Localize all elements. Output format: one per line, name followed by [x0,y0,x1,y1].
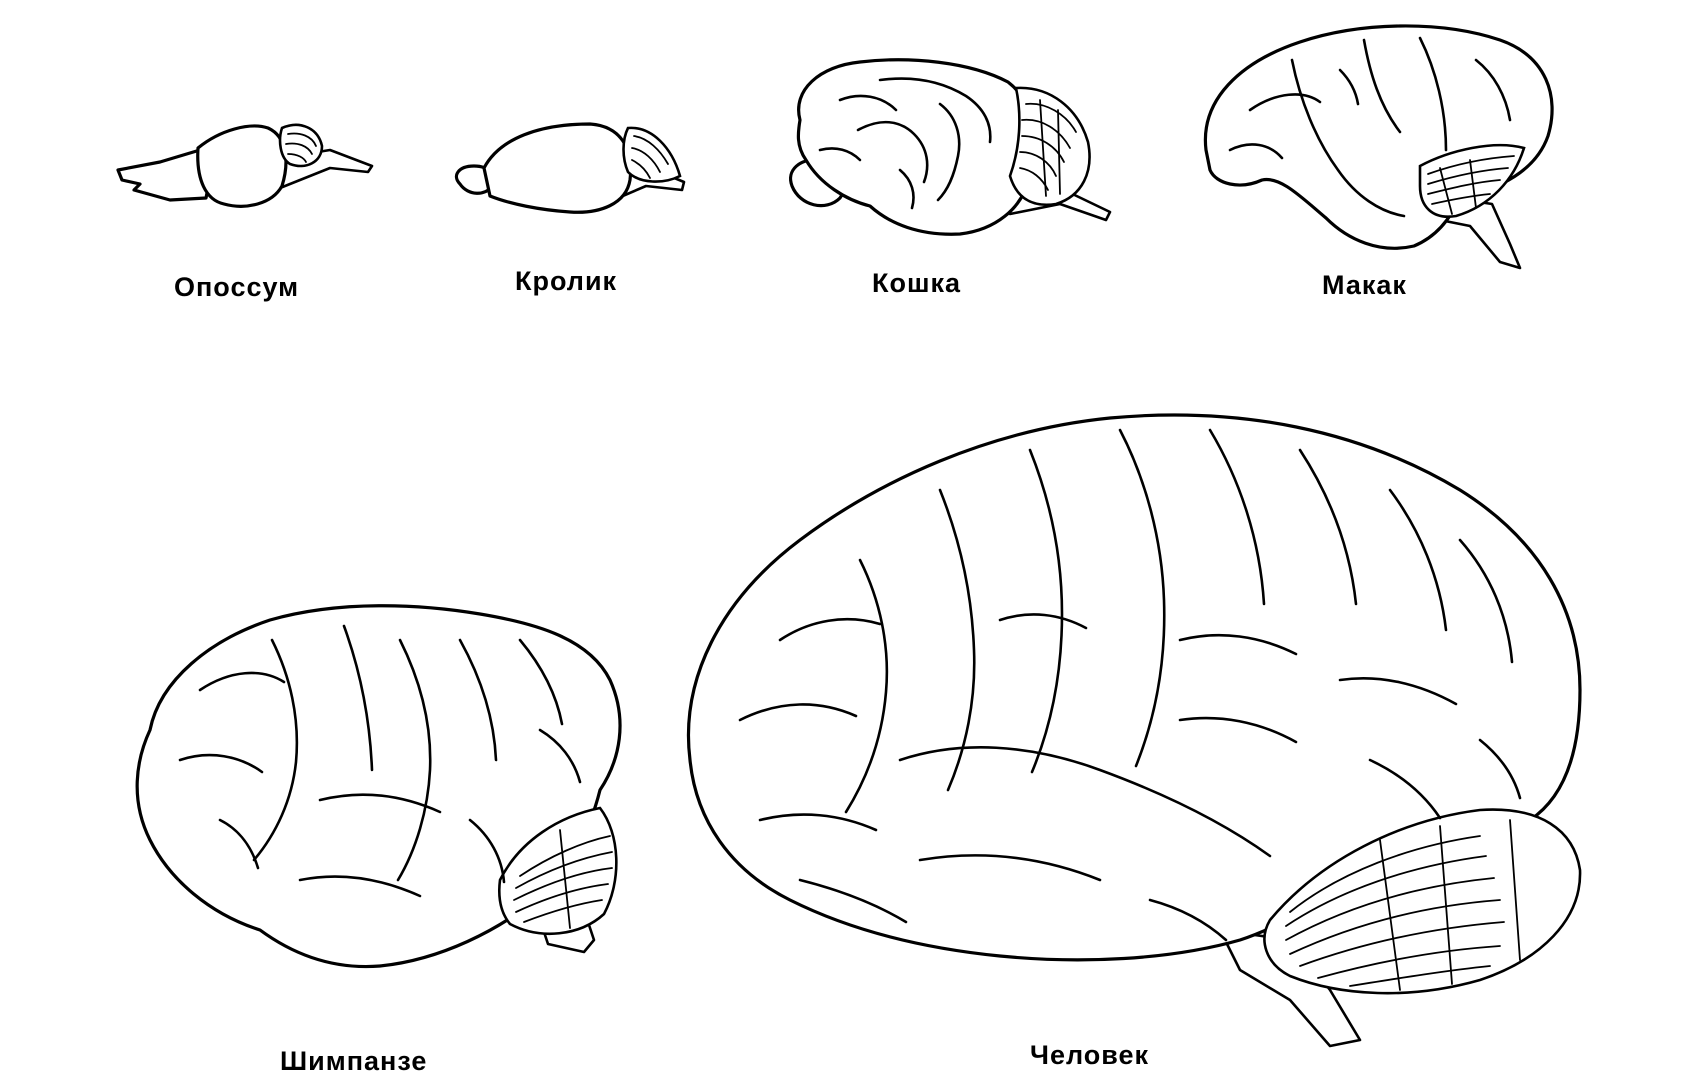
cat-cerebellum-folia [1019,99,1077,197]
brain-opossum [116,123,374,208]
rabbit-cerebellum [622,126,682,183]
label-opossum: Опоссум [174,272,300,302]
chimpanzee-cerebellum-folia [513,829,613,929]
brain-cat [789,58,1112,236]
opossum-olfactory-bulb [116,148,214,202]
brain-chimpanzee [135,604,622,969]
opossum-cerebrum [196,124,288,208]
cat-cerebrum-sulci [818,77,992,210]
macaque-cerebellum-folia [1427,155,1515,215]
label-cat: Кошка [872,268,962,298]
brain-rabbit [454,122,686,214]
opossum-cerebellum-folia [285,132,317,163]
label-chimpanzee: Шимпанзе [280,1046,428,1076]
cat-cerebellum [1008,86,1091,207]
label-human: Человек [1030,1040,1150,1070]
cat-cerebrum [796,58,1037,236]
label-rabbit: Кролик [515,266,618,296]
rabbit-cerebrum [482,122,633,214]
macaque-cerebrum [1203,24,1554,250]
human-cerebrum [686,413,1582,962]
human-cerebellum-folia [1285,819,1521,991]
macaque-cerebrum-sulci [1228,36,1512,218]
chimpanzee-cerebrum-sulci [178,624,582,898]
human-cerebellum [1263,808,1582,995]
human-cerebrum-sulci [738,428,1522,942]
brain-macaque [1203,24,1554,270]
brain-human [686,413,1582,1048]
rabbit-cerebellum-folia [631,135,669,179]
label-macaque: Макак [1322,270,1407,300]
